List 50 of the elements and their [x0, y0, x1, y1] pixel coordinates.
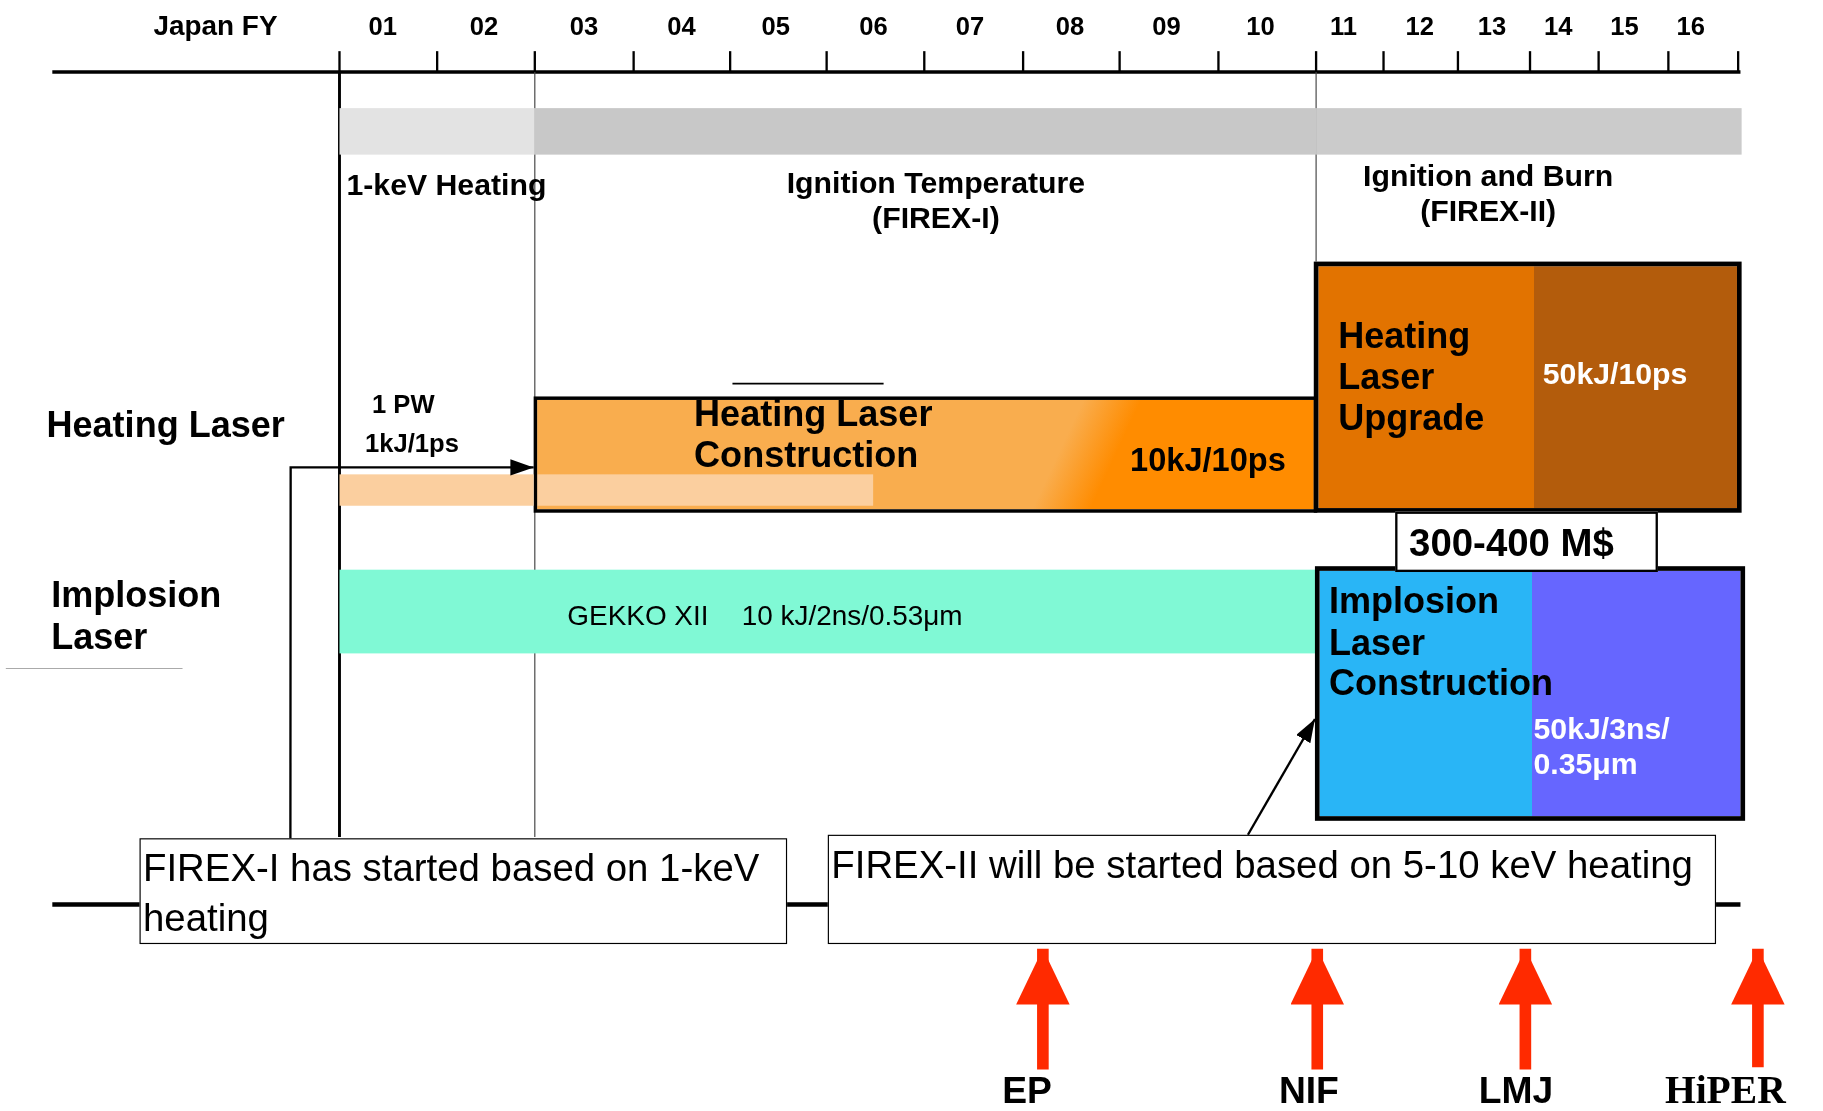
row-label: Implosion Laser [51, 574, 223, 658]
bar-value: 1 PW [372, 389, 435, 419]
facility-label: LMJ [1478, 1069, 1554, 1111]
year-label: 05 [761, 11, 790, 42]
gantt-bar [1313, 261, 1742, 513]
gantt-bar [339, 474, 534, 506]
bar-value: 50kJ/10ps [1542, 356, 1688, 392]
year-label: 01 [368, 11, 397, 42]
year-label: 16 [1676, 11, 1705, 42]
bar-title: Heating Laser Upgrade [1338, 315, 1486, 440]
year-label: 12 [1405, 11, 1435, 42]
year-label: 07 [955, 11, 985, 42]
facility-label: NIF [1278, 1069, 1339, 1111]
bar-label: GEKKO XII [567, 599, 709, 632]
note-box [827, 834, 1717, 945]
year-label: 11 [1330, 11, 1358, 42]
year-label: 09 [1152, 11, 1181, 42]
year-label: 06 [859, 11, 888, 42]
bar-title: Implosion Laser Construction [1328, 580, 1555, 705]
arrow [1731, 948, 1785, 1068]
facility-label: EP [1002, 1069, 1052, 1111]
phase-label: Ignition Temperature (FIREX-I) [785, 166, 1087, 236]
cost-box [1395, 511, 1658, 572]
bar-value: 10kJ/10ps [1130, 441, 1286, 480]
phase-label: Ignition and Burn (FIREX-II) [1362, 159, 1615, 229]
year-label: 10 [1246, 11, 1275, 42]
row-label: Heating Laser [46, 404, 285, 447]
year-label: 08 [1055, 11, 1085, 42]
year-label: 04 [667, 11, 696, 42]
arrow [289, 459, 534, 839]
gantt-bar [1314, 566, 1746, 821]
year-label: 03 [569, 11, 599, 42]
gantt-bar [339, 569, 1317, 654]
bar-value: 10 kJ/2ns/0.53μm [741, 599, 963, 632]
note-text: FIREX-II will be started based on 5-10 keV heating [831, 841, 1694, 888]
year-label: 15 [1610, 11, 1639, 42]
facility-label: HiPER [1664, 1067, 1786, 1111]
year-label: 02 [469, 11, 499, 42]
cost-label: 300-400 M$ [1409, 520, 1614, 565]
year-label: 14 [1543, 11, 1573, 42]
year-label: 13 [1477, 11, 1507, 42]
bar-title: Heating Laser Construction [694, 392, 934, 476]
bar-value: 1kJ/1ps [365, 429, 459, 459]
arrow [1016, 948, 1070, 1070]
axis-title: Japan FY [153, 9, 278, 42]
arrow [1246, 718, 1316, 836]
bar-value: 50kJ/3ns/ 0.35μm [1533, 712, 1671, 783]
arrow [1498, 948, 1553, 1070]
arrow [1290, 948, 1344, 1070]
note-text: FIREX-I has started based on 1-keV heating [143, 845, 761, 942]
